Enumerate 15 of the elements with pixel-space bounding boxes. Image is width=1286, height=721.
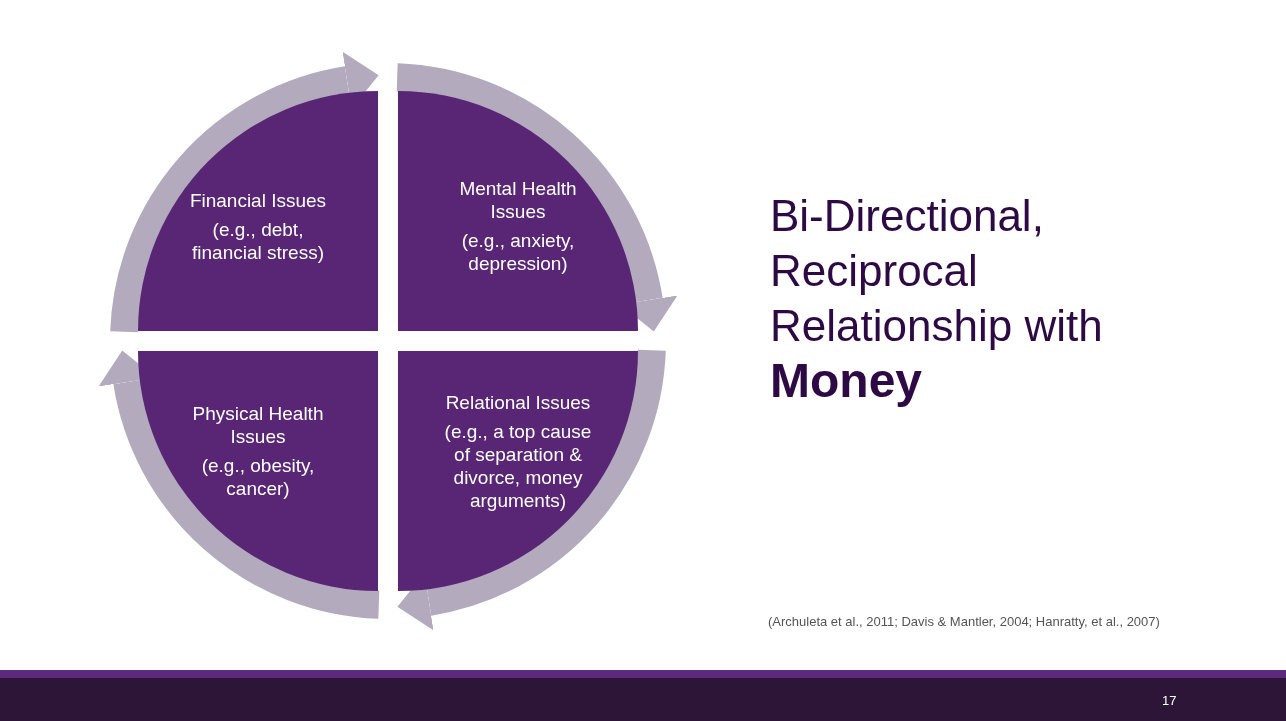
curved-arrow xyxy=(397,348,666,631)
curved-arrow xyxy=(395,63,678,332)
quadrant-examples: (e.g., anxiety, depression) xyxy=(460,229,576,275)
quadrant-examples: (e.g., obesity, cancer) xyxy=(200,454,316,500)
quadrant-heading: Relational Issues xyxy=(445,390,591,414)
quadrant-heading: Physical Health Issues xyxy=(191,402,325,448)
slide-title: Bi-Directional, Reciprocal Relationship with Money xyxy=(770,190,1104,409)
quadrant-heading: Mental Health Issues xyxy=(458,177,578,223)
quadrant-examples: (e.g., debt, financial stress) xyxy=(191,217,325,264)
quadrant-examples: (e.g., a top cause of separation & divorce, money arguments) xyxy=(443,419,593,512)
curved-arrow xyxy=(98,350,381,619)
curved-arrow xyxy=(110,51,379,334)
citation-text: (Archuleta et al., 2011; Davis & Mantler, 2004; Hanratty, et al., 2007) xyxy=(768,614,1160,629)
quadrant-heading: Financial Issues xyxy=(189,188,327,212)
page-number: 17 xyxy=(1162,693,1177,708)
